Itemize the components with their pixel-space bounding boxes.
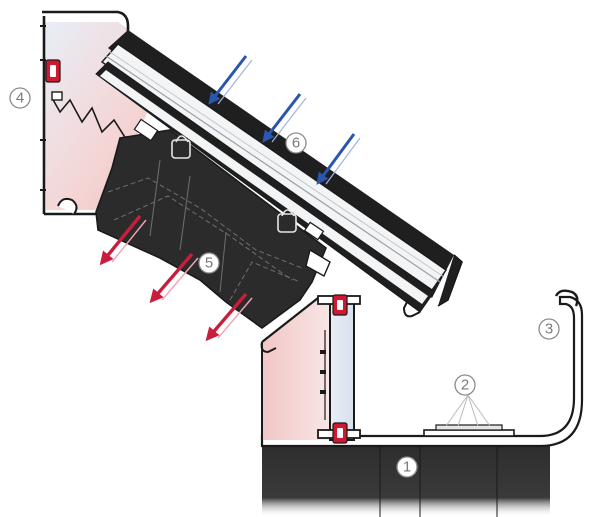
heat-arrow — [149, 252, 194, 304]
heat-arrows — [99, 214, 253, 342]
gutter-profile — [260, 289, 584, 448]
curb-base — [262, 440, 550, 517]
glazing-panel — [95, 30, 463, 318]
heat-arrow — [99, 214, 142, 266]
callout-6-label: 6 — [292, 135, 300, 152]
callout-2: 2 — [454, 374, 476, 396]
support-plate — [423, 394, 515, 437]
light-arrow — [262, 93, 302, 143]
sash-clip-left — [171, 135, 191, 159]
callout-1: 1 — [396, 456, 418, 478]
callout-1-label: 1 — [403, 459, 411, 476]
lower-frame-column — [260, 294, 361, 444]
callout-3: 3 — [538, 318, 560, 340]
spring-line — [51, 97, 129, 143]
heat-arrow — [205, 292, 248, 342]
callout-5: 5 — [198, 252, 220, 274]
callout-4-label: 4 — [16, 90, 24, 107]
callout-6: 6 — [285, 132, 307, 154]
light-arrow — [316, 133, 356, 185]
callout-4: 4 — [9, 87, 31, 109]
callout-5-label: 5 — [205, 255, 213, 272]
callout-3-label: 3 — [545, 321, 553, 338]
callout-2-label: 2 — [461, 377, 469, 394]
upper-seal — [45, 59, 61, 83]
light-arrow — [208, 55, 248, 105]
lower-seal-top — [332, 294, 348, 316]
sash-body — [95, 118, 331, 329]
sash-clip-right — [277, 209, 297, 233]
lower-seal-bottom — [332, 422, 348, 444]
light-arrows — [208, 55, 361, 185]
